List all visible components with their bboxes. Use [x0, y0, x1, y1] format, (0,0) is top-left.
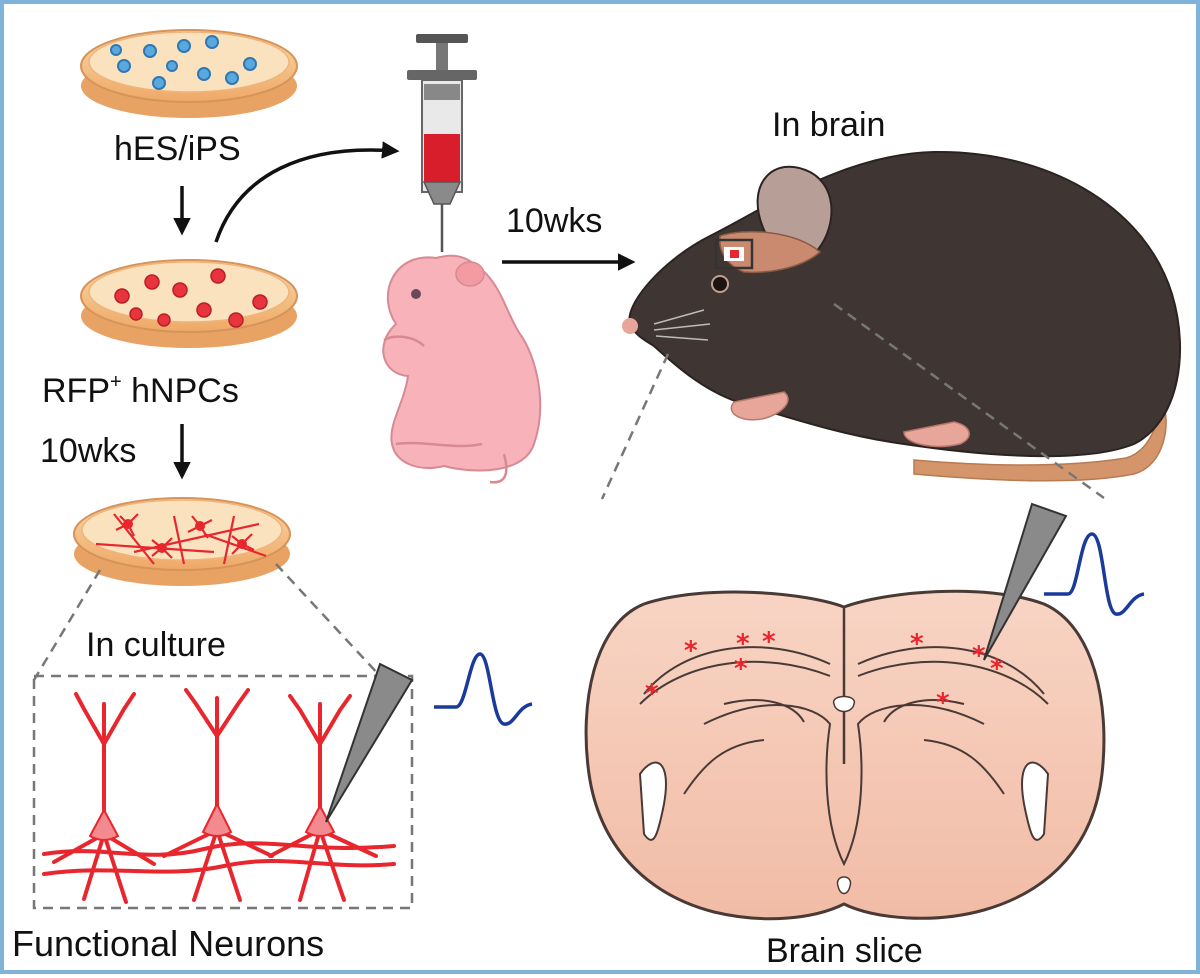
label-brain-slice: Brain slice	[766, 932, 923, 970]
svg-text:*: *	[910, 629, 924, 659]
svg-text:*: *	[734, 654, 748, 684]
label-weeks-top: 10wks	[506, 202, 603, 240]
petri-dish-icon	[80, 259, 298, 348]
electrode-icon	[983, 502, 1068, 661]
svg-text:*: *	[972, 641, 986, 671]
culture-inset-box	[32, 674, 414, 910]
svg-text:*: *	[990, 654, 1004, 684]
label-in-brain: In brain	[772, 106, 886, 144]
svg-text:*: *	[936, 688, 950, 718]
svg-text:*: *	[736, 629, 750, 659]
label-rfp-sup: +	[110, 371, 122, 393]
petri-dish-icon	[80, 29, 298, 118]
action-potential-icon	[1044, 532, 1145, 616]
electrode-icon	[325, 662, 414, 823]
label-in-culture: In culture	[86, 626, 226, 664]
label-rfp-hnpcs: RFP+ hNPCs	[42, 372, 239, 408]
label-functional-neurons: Functional Neurons	[12, 923, 325, 964]
arrow-icon	[214, 141, 400, 243]
svg-text:*: *	[684, 636, 698, 666]
svg-text:*: *	[762, 627, 776, 657]
diagram-graphic: *** ** *** *	[32, 29, 1182, 921]
mouse-icon	[622, 150, 1182, 482]
brain-slice-icon: *** ** *** *	[584, 589, 1106, 921]
neuron-icon	[42, 688, 396, 904]
label-weeks-left: 10wks	[40, 432, 137, 470]
label-hes-ips: hES/iPS	[114, 130, 241, 168]
label-rfp-prefix: RFP	[42, 372, 110, 410]
label-rfp-suffix: hNPCs	[121, 372, 239, 410]
svg-text:*: *	[645, 679, 659, 709]
neonatal-pup-icon	[382, 254, 542, 484]
petri-dish-icon	[73, 497, 291, 586]
action-potential-icon	[434, 652, 533, 726]
syringe-icon	[407, 34, 477, 252]
